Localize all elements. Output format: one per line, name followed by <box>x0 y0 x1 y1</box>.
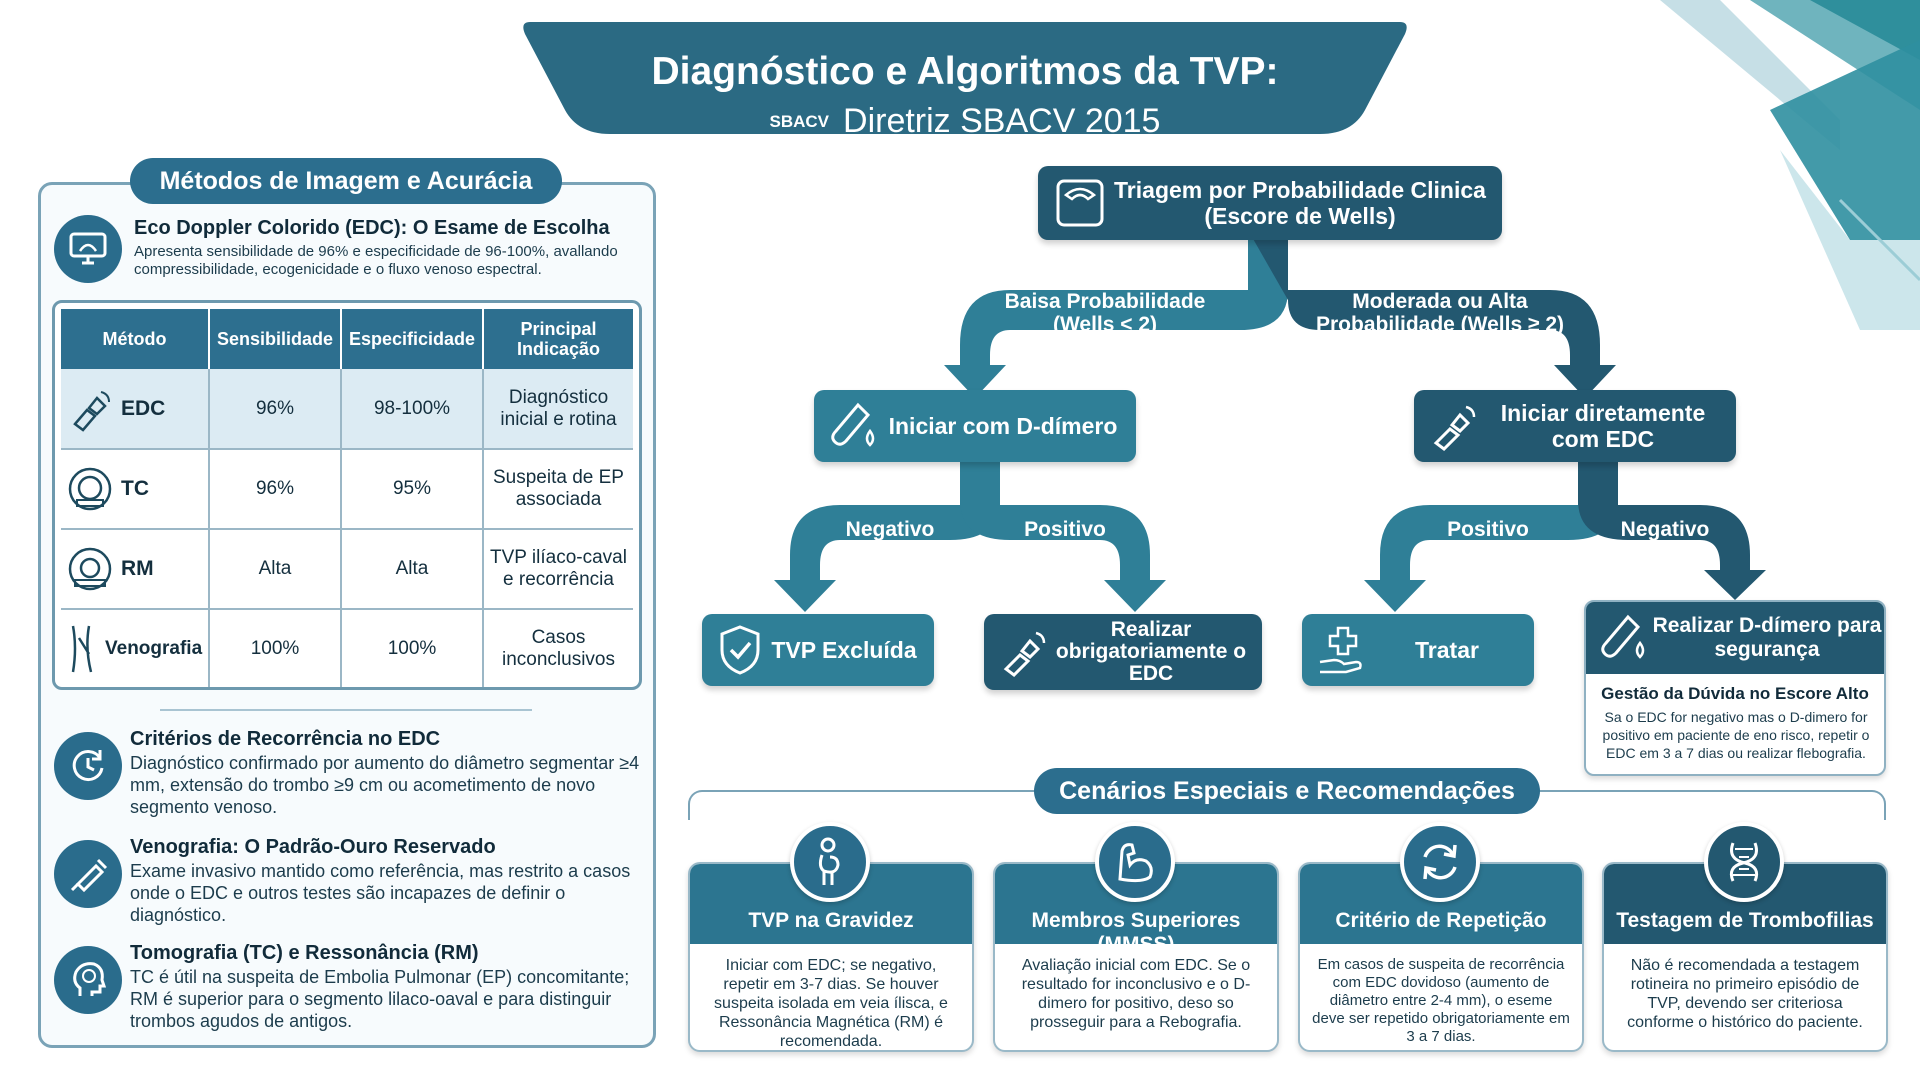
sensitivity-cell: 96% <box>209 449 342 530</box>
arm-muscle-icon <box>1095 822 1175 902</box>
specificity-cell: 98-100% <box>341 369 484 450</box>
divider <box>160 709 532 711</box>
ultrasound-monitor-icon <box>54 215 122 283</box>
col-indication-header: Principal Indicação <box>483 309 633 369</box>
scenario-text: Iniciar com EDC; se negativo, repetir em… <box>714 957 948 1050</box>
doubt-text: Sa o EDC for negativo mas o D-dimero for… <box>1602 709 1870 761</box>
branch-low-arrow <box>944 230 1288 398</box>
method-name: RM <box>121 557 154 580</box>
branch-negative-left-arrow <box>774 460 1000 612</box>
scenario-title: Critério de Repetição <box>1335 909 1547 932</box>
recurrence-criteria-title: Critérios de Recorrência no EDC <box>130 728 441 750</box>
edc-intro-title: Eco Doppler Colorido (EDC): O Esame de E… <box>134 217 610 239</box>
table-row: EDC 96% 98-100% Diagnóstico inicial e ro… <box>61 369 633 450</box>
branch-positive-left-arrow <box>960 460 1166 612</box>
ddimer-safety-box: Realizar D-dímero para segurança <box>1586 602 1884 674</box>
ct-mri-title: Tomografia (TC) e Ressonância (RM) <box>130 942 479 964</box>
corner-decoration <box>1660 0 1920 330</box>
indication-cell: Suspeita de EP associada <box>483 449 633 530</box>
scale-icon <box>1056 179 1104 227</box>
table-row: TC 96% 95% Suspeita de EP associada <box>61 449 633 530</box>
title-banner: Diagnóstico e Algoritmos da TVP: SBACV D… <box>520 22 1410 140</box>
clock-refresh-icon <box>54 732 122 800</box>
scenarios-title: Cenários Especiais e Recomendações <box>1034 768 1540 814</box>
sensitivity-cell: Alta <box>209 529 342 610</box>
table-row: Venografia 100% 100% Casos inconclusivos <box>61 609 633 687</box>
edc-intro-text: Apresenta sensibilidade de 96% e especif… <box>134 243 618 278</box>
mri-scanner-icon <box>68 547 112 591</box>
wells-triage-box: Triagem por Probabilidade Clinica (Escor… <box>1038 166 1502 240</box>
sensitivity-cell: 96% <box>209 369 342 450</box>
imaging-methods-title: Métodos de Imagem e Acurácia <box>130 158 562 204</box>
ct-scanner-icon <box>68 467 112 511</box>
pregnancy-icon <box>790 822 870 902</box>
ultrasound-probe-icon <box>1433 405 1476 451</box>
syringe-icon <box>54 840 122 908</box>
scenario-text: Em casos de suspeita de recorrência com … <box>1312 956 1570 1045</box>
sbacv-swirl-icon <box>525 103 546 130</box>
method-name: Venografia <box>105 638 203 659</box>
treat-box: Tratar <box>1302 614 1534 686</box>
specificity-cell: Alta <box>341 529 484 610</box>
test-tube-icon <box>1601 614 1645 659</box>
table-row: RM Alta Alta TVP ilíaco-caval e recorrên… <box>61 529 633 610</box>
scenario-title: TVP na Gravidez <box>748 909 914 932</box>
recurrence-criteria-text: Diagnóstico confirmado por aumento do di… <box>130 753 640 817</box>
ultrasound-probe-icon <box>73 390 110 432</box>
sensitivity-cell: 100% <box>209 609 342 687</box>
scenario-text: Avaliação inicial com EDC. Se o resultad… <box>1021 957 1251 1031</box>
shield-check-icon <box>720 625 760 675</box>
branch-negative-right-arrow <box>1578 460 1766 600</box>
page-title: Diagnóstico e Algoritmos da TVP: <box>651 50 1279 93</box>
scenario-text: Não é recomendada a testagem rotineira n… <box>1627 957 1863 1031</box>
ct-mri-text: TC é útil na suspeita de Embolia Pulmona… <box>130 967 630 1031</box>
specificity-cell: 95% <box>341 449 484 530</box>
head-brain-icon <box>54 946 122 1014</box>
indication-cell: Casos inconclusivos <box>483 609 633 687</box>
scenario-card-repetition: Critério de Repetição Em casos de suspei… <box>1298 862 1584 1052</box>
page-subtitle: Diretriz SBACV 2015 <box>843 102 1161 140</box>
col-specificity-header: Especificidade <box>341 309 484 369</box>
hand-medical-cross-icon <box>1319 626 1362 674</box>
ultrasound-probe-icon <box>1003 631 1046 677</box>
specificity-cell: 100% <box>341 609 484 687</box>
doubt-title: Gestão da Dúvida no Escore Alto <box>1601 684 1869 703</box>
method-name: EDC <box>121 396 166 420</box>
tvp-excluded-box: TVP Excluída <box>702 614 934 686</box>
branch-high-arrow <box>1248 230 1616 398</box>
methods-table: Método Sensibilidade Especificidade Prin… <box>52 300 642 690</box>
col-sensitivity-header: Sensibilidade <box>209 309 342 369</box>
doubt-management-card: Realizar D-dímero para segurança Gestão … <box>1584 600 1886 776</box>
high-probability-label: Moderada ou Alta Probabilidade (Wells ≥ … <box>1315 290 1565 336</box>
indication-cell: TVP ilíaco-caval e recorrência <box>483 529 633 610</box>
method-name: TC <box>121 477 149 500</box>
positive-label-left: Positivo <box>1024 518 1106 541</box>
positive-label-right: Positivo <box>1447 518 1529 541</box>
sbacv-logo: SBACV <box>525 103 829 132</box>
mandatory-edc-box: Realizar obrigatoriamente o EDC <box>984 614 1262 690</box>
repeat-icon <box>1400 822 1480 902</box>
edc-direct-box: Iniciar diretamente com EDC <box>1414 390 1736 462</box>
negative-label-left: Negativo <box>845 518 935 541</box>
ddimer-start-box: Iniciar com D-dímero <box>814 390 1136 462</box>
test-tube-icon <box>831 402 875 447</box>
venography-leg-icon <box>71 625 93 673</box>
col-method-header: Método <box>61 309 210 369</box>
venography-title: Venografia: O Padrão-Ouro Reservado <box>130 836 496 858</box>
venography-text: Exame invasivo mantido como referência, … <box>130 861 631 925</box>
dna-icon <box>1704 822 1784 902</box>
scenario-title: Testagem de Trombofilias <box>1616 909 1874 932</box>
indication-cell: Diagnóstico inicial e rotina <box>483 369 633 450</box>
branch-positive-right-arrow <box>1364 460 1618 612</box>
scenario-title: Membros Superiores (MMSS) <box>1031 909 1241 956</box>
negative-label-right: Negativo <box>1620 518 1710 541</box>
low-probability-label: Baisa Probabilidade (Wells < 2) <box>1004 290 1206 336</box>
